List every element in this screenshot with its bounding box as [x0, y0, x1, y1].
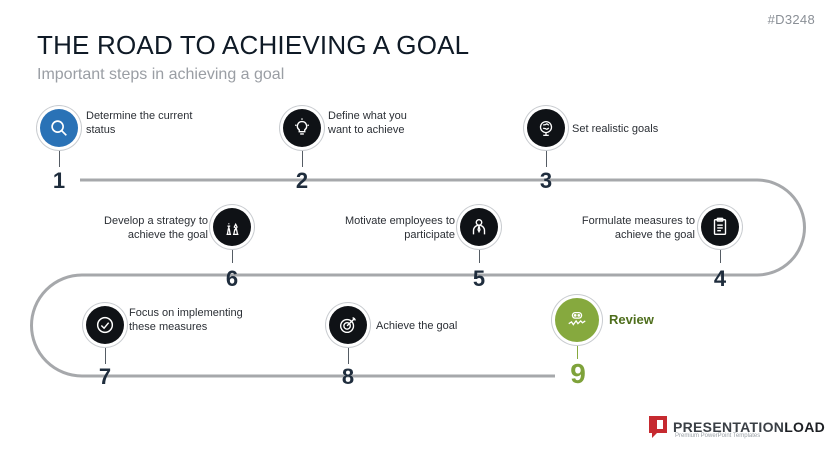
magnifier-icon [40, 109, 78, 147]
step-3-connector [546, 146, 547, 167]
step-7-label: Focus on implementing these measures [129, 307, 243, 333]
logo-tagline: Premium PowerPoint Templates [675, 433, 761, 439]
step-5-connector [479, 245, 480, 263]
chess-icon [213, 208, 251, 246]
step-5-number: 5 [472, 266, 486, 291]
logo-mark-icon [649, 416, 667, 438]
page-title: THE ROAD TO ACHIEVING A GOAL [37, 30, 470, 60]
checkmark-icon [86, 306, 124, 344]
presentationload-logo: PRESENTATIONLOAD Premium PowerPoint Temp… [649, 416, 826, 439]
step-1-connector [59, 146, 60, 167]
step-6-connector [232, 245, 233, 263]
step-3-number: 3 [539, 168, 553, 193]
step-7-connector [105, 343, 106, 364]
step-8-number: 8 [341, 364, 355, 389]
step-9-label: Review [609, 312, 654, 327]
brain-icon [527, 109, 565, 147]
step-1-number: 1 [52, 168, 66, 193]
step-7-number: 7 [98, 364, 112, 389]
step-2-connector [302, 146, 303, 167]
step-6-label: Develop a strategy to achieve the goal [104, 215, 208, 241]
step-5-label: Motivate employees to participate [344, 215, 455, 241]
step-3-label: Set realistic goals [572, 123, 659, 135]
step-8-connector [348, 343, 349, 364]
step-2-label: Define what you want to achieve [328, 110, 407, 136]
clipboard-icon [701, 208, 739, 246]
businessman-icon [460, 208, 498, 246]
step-1-label: Determine the current status [86, 110, 193, 136]
step-9-connector [577, 343, 578, 359]
step-4-label: Formulate measures to achieve the goal [581, 215, 695, 241]
lightbulb-icon [283, 109, 321, 147]
logo-text: PRESENTATIONLOAD [673, 419, 826, 435]
step-4-number: 4 [713, 266, 727, 291]
step-9-number: 9 [570, 358, 586, 389]
step-4-connector [720, 245, 721, 263]
page-subtitle: Important steps in achieving a goal [37, 66, 285, 83]
slide-code: #D3248 [767, 12, 815, 27]
step-6-number: 6 [225, 266, 239, 291]
target-icon [329, 306, 367, 344]
step-2-number: 2 [295, 168, 309, 193]
review-icon [555, 298, 599, 342]
step-8-label: Achieve the goal [376, 320, 458, 332]
